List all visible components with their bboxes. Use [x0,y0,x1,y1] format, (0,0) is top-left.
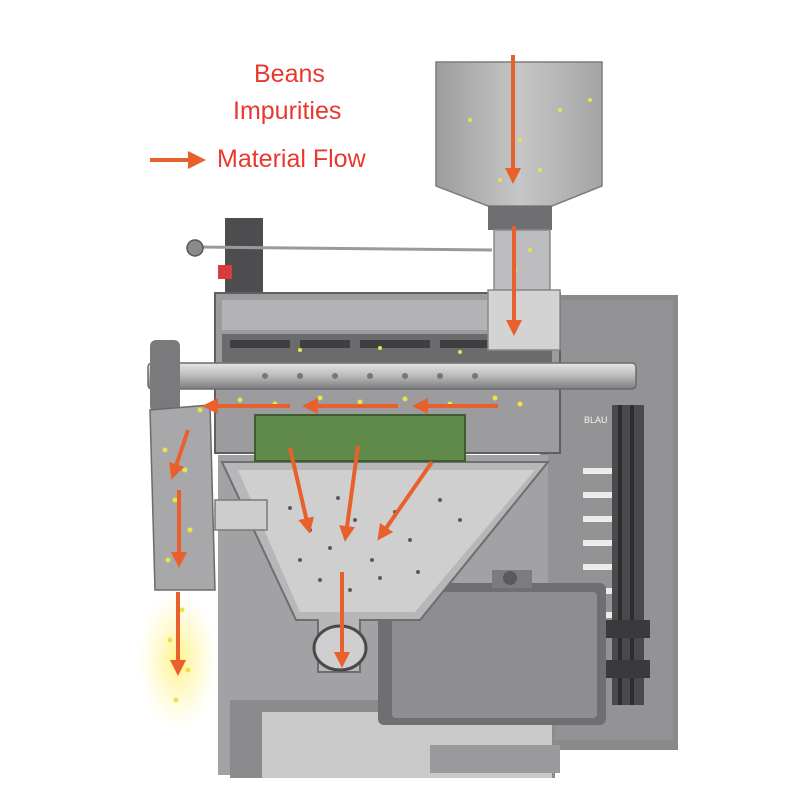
material-flow-arrows [168,55,522,676]
arrow-right-icon [150,151,206,169]
cabinet-vertical-rails [612,405,644,705]
top-rod [186,239,493,279]
legend-beans-label: Beans [254,60,325,88]
flow-arrow-impurity-2 [339,445,360,542]
drive-motor [378,570,606,725]
machine-badge: BLAU [584,415,608,425]
legend-impurities-label: Impurities [233,97,342,125]
sieve-screen [255,415,465,461]
legend-material-flow-label: Material Flow [217,145,366,173]
red-handle [218,265,232,279]
flow-arrow-chute-down-1 [168,429,190,480]
flow-arrow-impurity-1 [288,447,314,534]
beans-on-screen [237,346,523,407]
bean-discharge-chute [138,401,218,730]
horizontal-shaft [147,340,637,412]
flow-arrow-impurity-3 [377,460,434,541]
